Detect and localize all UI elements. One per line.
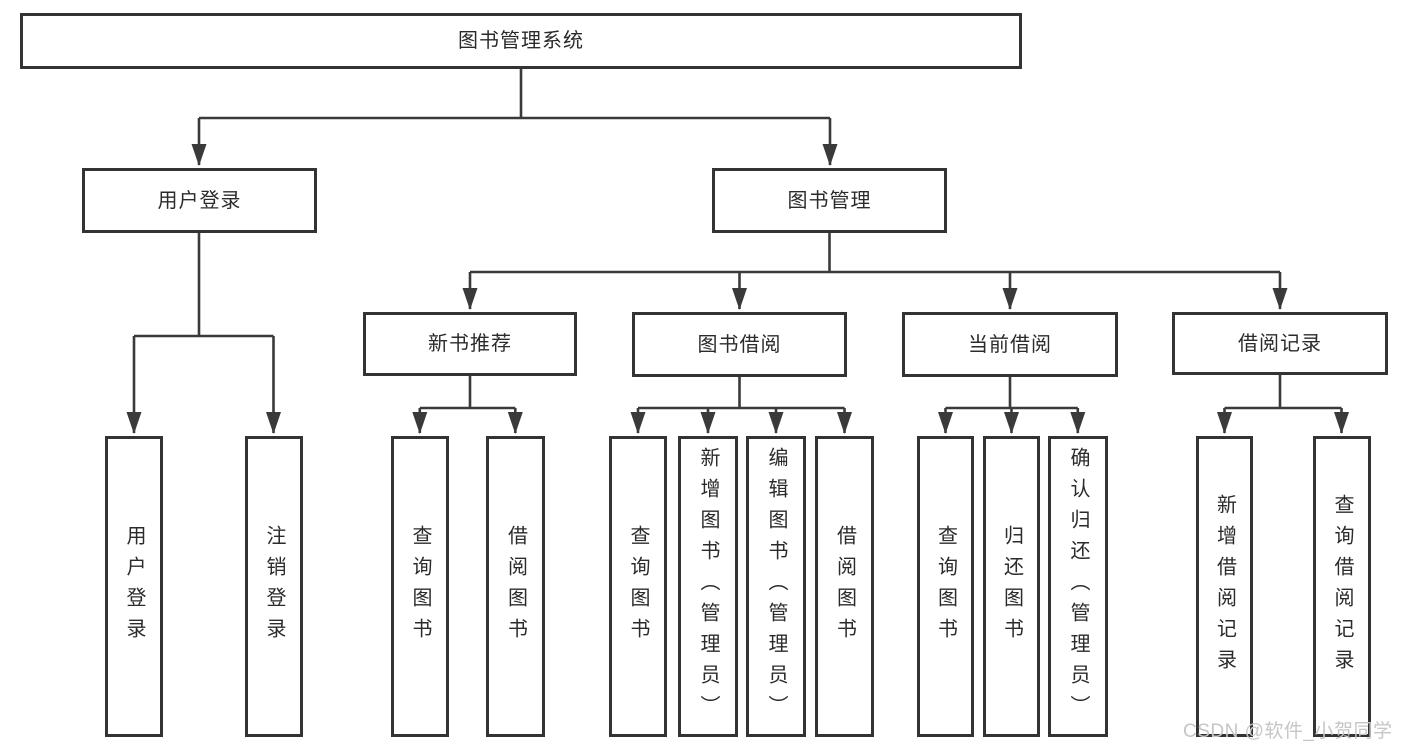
leaf-records-query-record: 查询借阅记录 xyxy=(1313,436,1371,737)
node-book-borrow: 图书借阅 xyxy=(632,312,847,377)
leaf-user-login: 用户登录 xyxy=(105,436,163,737)
leaf-records-add-record: 新增借阅记录 xyxy=(1196,436,1253,737)
node-user-login: 用户登录 xyxy=(82,168,317,233)
leaf-borrow-query-book: 查询图书 xyxy=(609,436,667,737)
leaf-current-confirm-return-admin: 确认归还（管理员） xyxy=(1048,436,1108,737)
leaf-borrow-borrow-book: 借阅图书 xyxy=(815,436,874,737)
leaf-current-query-book: 查询图书 xyxy=(917,436,974,737)
leaf-recommend-query-book: 查询图书 xyxy=(391,436,449,737)
leaf-recommend-borrow-book: 借阅图书 xyxy=(486,436,545,737)
node-borrow-records: 借阅记录 xyxy=(1172,312,1388,375)
node-library-management-system: 图书管理系统 xyxy=(20,13,1022,69)
node-book-management: 图书管理 xyxy=(712,168,947,233)
node-current-borrow: 当前借阅 xyxy=(902,312,1118,377)
leaf-current-return-book: 归还图书 xyxy=(983,436,1040,737)
leaf-borrow-edit-book-admin: 编辑图书（管理员） xyxy=(746,436,806,737)
csdn-watermark: CSDN @软件_小贺同学 xyxy=(1183,721,1393,742)
leaf-logout: 注销登录 xyxy=(245,436,303,737)
leaf-borrow-add-book-admin: 新增图书（管理员） xyxy=(678,436,738,737)
node-new-book-recommend: 新书推荐 xyxy=(363,312,577,376)
